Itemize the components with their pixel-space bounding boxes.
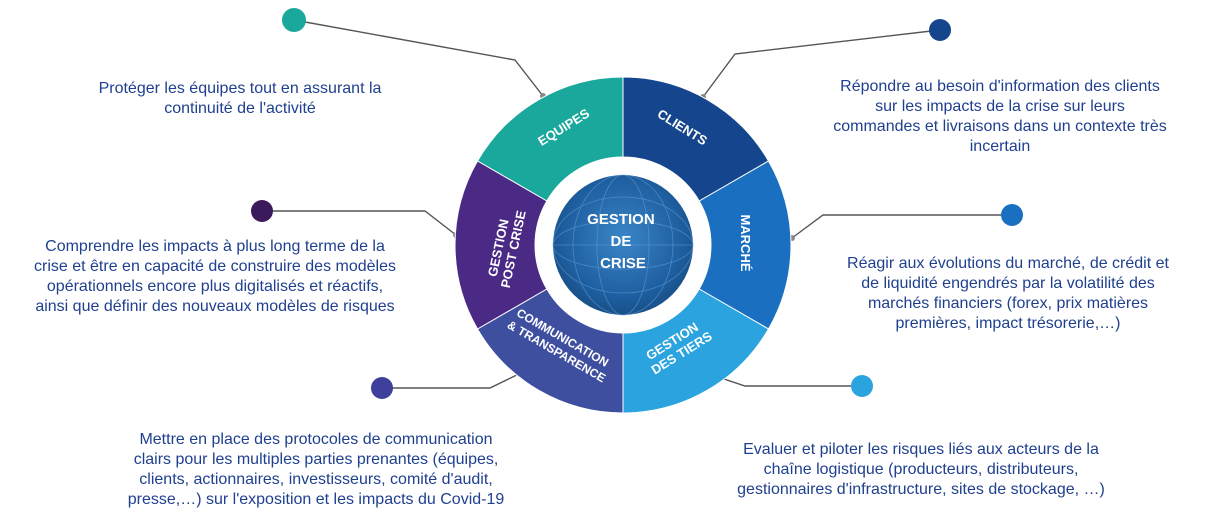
center-globe: GESTION DE CRISE bbox=[548, 170, 698, 320]
segment-clients bbox=[622, 76, 770, 202]
connector-lines bbox=[262, 19, 1012, 389]
dot-equipes bbox=[282, 8, 306, 32]
connector-communication bbox=[382, 371, 524, 389]
ring bbox=[454, 76, 792, 414]
segment-gestion-tiers bbox=[622, 288, 770, 414]
dot-clients bbox=[929, 19, 951, 41]
description-gestion-tiers: Evaluer et piloter les risques liés aux … bbox=[737, 441, 1105, 498]
segment-post-crise bbox=[454, 160, 548, 330]
dot-gestion-tiers bbox=[851, 375, 873, 397]
description-clients: Répondre au besoin d'information des cli… bbox=[833, 78, 1167, 155]
center-label-line-3: CRISE bbox=[600, 255, 646, 272]
segment-communication bbox=[476, 288, 624, 414]
outer-dots bbox=[251, 8, 1023, 399]
description-post-crise: Comprendre les impacts à plus long terme… bbox=[34, 238, 396, 315]
connector-equipes bbox=[293, 19, 544, 97]
dot-communication bbox=[371, 377, 393, 399]
description-communication: Mettre en place des protocoles de commun… bbox=[127, 431, 505, 508]
description-equipes: Protéger les équipes tout en assurant la… bbox=[98, 80, 382, 117]
dot-marche bbox=[1001, 204, 1023, 226]
connector-post-crise bbox=[262, 210, 457, 236]
description-marche: Réagir aux évolutions du marché, de créd… bbox=[847, 255, 1169, 332]
center-label-line-1: GESTION bbox=[587, 211, 655, 228]
svg-text:GESTION DE CRISE: GESTION DE CRISE bbox=[587, 211, 659, 272]
connector-marche bbox=[791, 214, 1012, 239]
dot-post-crise bbox=[251, 200, 273, 222]
segment-marche bbox=[698, 160, 792, 330]
center-label-line-2: DE bbox=[610, 233, 631, 250]
svg-text:MARCHÉ: MARCHÉ bbox=[738, 214, 753, 271]
segment-label-marche: MARCHÉ bbox=[738, 214, 753, 271]
segment-equipes bbox=[476, 76, 624, 202]
connector-clients bbox=[702, 29, 941, 98]
